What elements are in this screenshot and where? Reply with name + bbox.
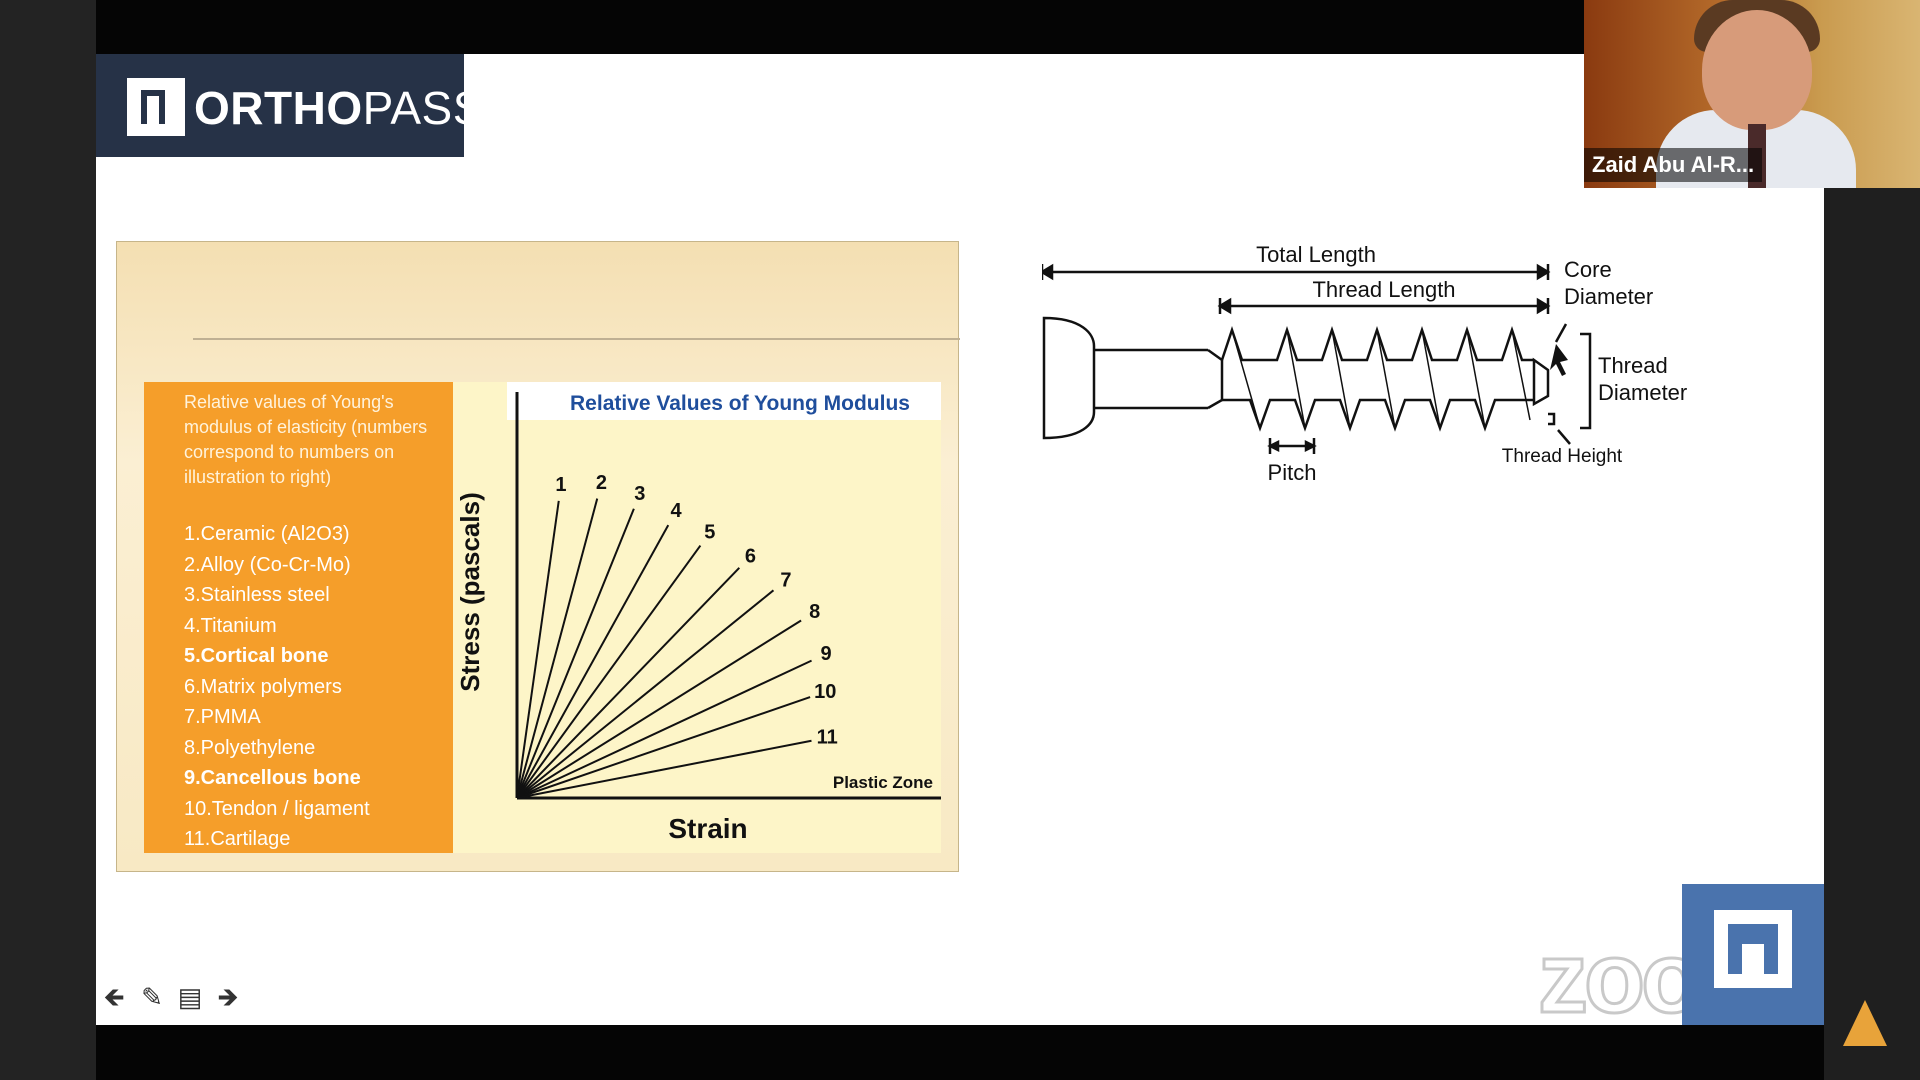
total-length-arrow-left xyxy=(1042,263,1054,281)
thread-bottom-profile xyxy=(1222,398,1534,432)
participant-head xyxy=(1702,10,1812,130)
thread-diameter-label: Thread Diameter xyxy=(1598,353,1688,405)
modulus-line-label: 1 xyxy=(555,474,566,496)
logo-mark-icon xyxy=(127,78,185,136)
pen-icon[interactable]: ✎ xyxy=(141,982,163,1012)
pitch-arrow-left xyxy=(1267,439,1280,453)
thread-height-label: Thread Height xyxy=(1502,446,1623,467)
modulus-line-7 xyxy=(516,589,775,799)
legend-item: 2.Alloy (Co-Cr-Mo) xyxy=(184,553,351,576)
legend-item: 6.Matrix polymers xyxy=(184,675,342,698)
logo-brand-bold: ORTHO xyxy=(194,82,363,134)
legend-item: 1.Ceramic (Al2O3) xyxy=(184,523,350,545)
modulus-chart: Relative Values of Young Modulus Stress … xyxy=(453,382,941,853)
modulus-line-1 xyxy=(516,500,560,799)
left-letterbox xyxy=(0,0,96,1080)
legend-list: 1.Ceramic (Al2O3) 2.Alloy (Co-Cr-Mo) 3.Sta… xyxy=(184,519,370,855)
modulus-line-3 xyxy=(516,508,635,799)
modulus-chart-svg: Relative Values of Young Modulus Stress … xyxy=(455,382,941,844)
total-length-arrow-right xyxy=(1536,263,1551,281)
pitch-arrow-right xyxy=(1304,439,1317,453)
modulus-line-label: 10 xyxy=(814,681,836,703)
modulus-line-2 xyxy=(516,498,599,799)
young-modulus-panel: Relative values of Young's modulus of el… xyxy=(116,241,960,872)
top-letterbox xyxy=(96,0,1824,54)
total-length-label: Total Length xyxy=(1256,242,1376,267)
modulus-line-5 xyxy=(516,544,702,799)
menu-icon[interactable]: ▤ xyxy=(177,982,203,1012)
modulus-line-11 xyxy=(516,739,812,799)
modulus-line-4 xyxy=(516,524,670,799)
orthopass-corner-logo xyxy=(1682,884,1824,1025)
thread-length-arrow-right xyxy=(1536,297,1551,315)
legend-item: 8.Polyethylene xyxy=(184,736,316,759)
legend-item: 7.PMMA xyxy=(184,706,261,728)
modulus-line-label: 7 xyxy=(780,569,791,591)
orthopass-logo: ORTHOPASS xyxy=(96,54,483,157)
legend-item: 5.Cortical bone xyxy=(184,645,329,667)
modulus-line-6 xyxy=(516,567,741,799)
plastic-zone-annotation: Plastic Zone xyxy=(833,773,933,792)
legend-item: 9.Cancellous bone xyxy=(184,767,361,789)
thread-top-profile xyxy=(1220,326,1534,362)
thread-height-pointer xyxy=(1557,429,1571,445)
x-axis-label: Strain xyxy=(668,813,747,844)
modulus-line-label: 3 xyxy=(634,483,645,505)
screw-diagram: Total Length Thread Length Core Diameter… xyxy=(1042,242,1688,484)
modulus-line-label: 4 xyxy=(670,500,682,522)
presentation-slide: ORTHOPASS Relative values of Young's mod… xyxy=(96,54,1824,1025)
core-diameter-label: Core Diameter xyxy=(1564,257,1654,309)
thread-diameter-label-box: Thread Diameter xyxy=(1598,353,1688,405)
modulus-line-label: 9 xyxy=(820,643,831,665)
mouse-cursor-icon xyxy=(1550,344,1568,376)
modulus-line-label: 5 xyxy=(704,522,715,544)
legend-description: Relative values of Young's modulus of el… xyxy=(184,392,428,487)
logo-text: ORTHOPASS xyxy=(194,80,484,136)
legend-item: 10.Tendon / ligament xyxy=(184,797,370,820)
chart-title: Relative Values of Young Modulus xyxy=(570,392,910,415)
modulus-line-label: 6 xyxy=(745,545,756,567)
arrow-left-icon[interactable]: 🡸 xyxy=(103,982,125,1012)
arrow-right-icon[interactable]: 🡺 xyxy=(217,982,239,1012)
logo-brand-light: PASS xyxy=(362,82,484,134)
modulus-line-label: 8 xyxy=(809,601,820,623)
modulus-line-9 xyxy=(516,659,812,799)
chart-lines: 1 2 3 45 6 789 10 11 xyxy=(516,472,838,799)
pitch-label: Pitch xyxy=(1268,460,1317,484)
legend-item: 3.Stainless steel xyxy=(184,584,330,606)
participant-video-tile[interactable]: Zaid Abu Al-R... xyxy=(1584,0,1920,188)
legend-box: Relative values of Young's modulus of el… xyxy=(144,382,453,853)
y-axis-label: Stress (pascals) xyxy=(455,492,485,691)
modulus-line-label: 2 xyxy=(596,472,607,494)
modulus-line-8 xyxy=(516,619,802,799)
legend-item: 11.Cartilage xyxy=(184,828,291,850)
participant-name: Zaid Abu Al-R... xyxy=(1584,148,1763,182)
screw-tip xyxy=(1532,357,1550,407)
modulus-line-10 xyxy=(516,696,811,799)
screw-head xyxy=(1042,316,1096,440)
thread-slant-lines xyxy=(1231,329,1531,429)
legend-item: 4.Titanium xyxy=(184,614,277,637)
panel-divider xyxy=(193,338,960,340)
slide-toolbar: 🡸 ✎ ▤ 🡺 xyxy=(98,979,244,1015)
thread-diameter-bracket xyxy=(1580,332,1592,430)
chart-title-bg xyxy=(507,382,941,420)
core-diameter-label-box: Core Diameter xyxy=(1564,257,1654,309)
modulus-line-label: 11 xyxy=(817,727,838,749)
thread-height-bracket xyxy=(1548,412,1556,426)
warning-triangle-icon xyxy=(1843,1000,1887,1046)
thread-length-arrow-left xyxy=(1217,297,1232,315)
bottom-letterbox xyxy=(96,1025,1824,1080)
core-diameter-pointer xyxy=(1554,323,1568,343)
thread-length-label: Thread Length xyxy=(1312,277,1455,302)
shank-transition xyxy=(1207,348,1224,410)
